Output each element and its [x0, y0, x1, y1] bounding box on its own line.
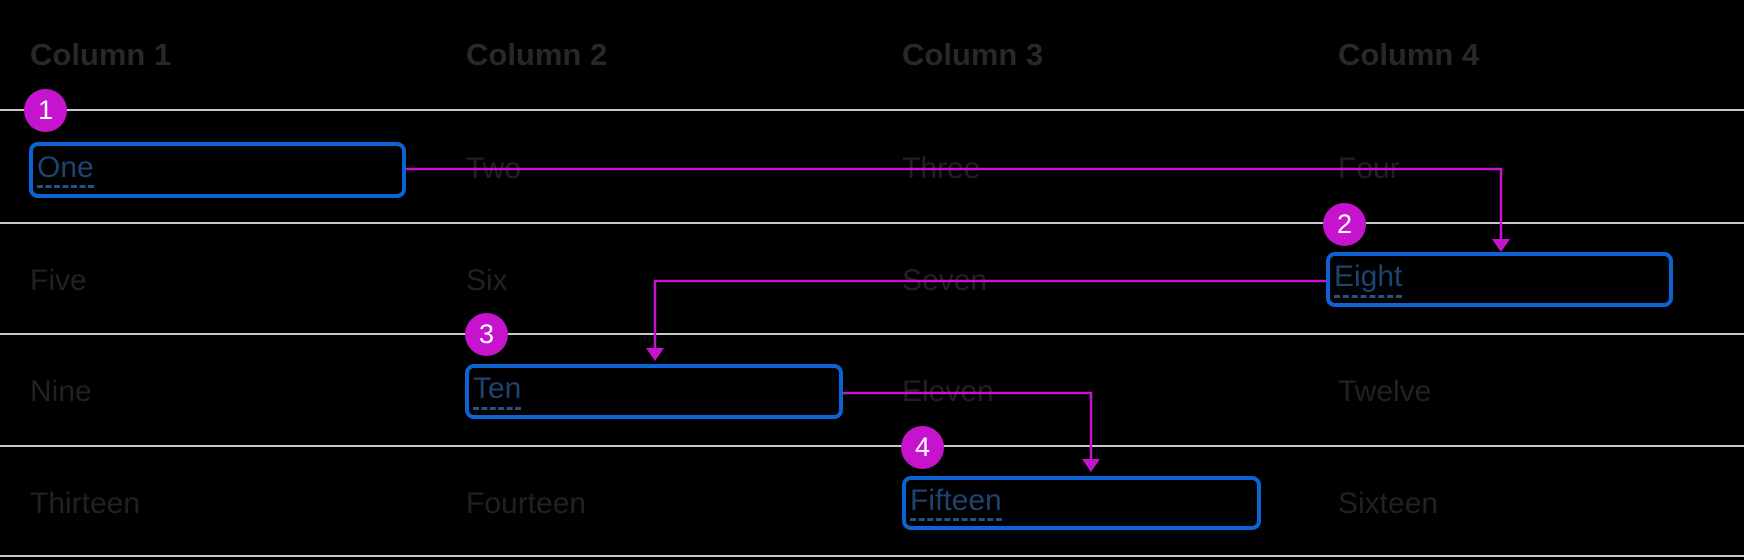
- row-divider: [0, 333, 1744, 335]
- focused-cell-link[interactable]: One: [37, 152, 94, 189]
- column-header-2: Column 2: [466, 37, 608, 72]
- row-divider: [0, 445, 1744, 447]
- row-divider: [0, 555, 1744, 557]
- table-cell: Twelve: [1338, 375, 1432, 408]
- table-cell: Four: [1338, 152, 1400, 185]
- focused-cell-link[interactable]: Ten: [473, 373, 522, 410]
- focus-order-badge-2: 2: [1323, 203, 1366, 246]
- table-cell: Nine: [30, 375, 92, 408]
- table-row: Thirteen Fourteen Sixteen: [0, 447, 1744, 560]
- table-header-row: Column 1 Column 2 Column 3 Column 4: [0, 20, 1744, 90]
- focus-order-badge-4: 4: [901, 426, 944, 469]
- table-cell: Three: [902, 152, 981, 185]
- focus-ring-eight[interactable]: Eight: [1326, 252, 1673, 307]
- column-header-4: Column 4: [1338, 37, 1480, 72]
- column-header-1: Column 1: [30, 37, 172, 72]
- table-cell: Two: [466, 152, 522, 185]
- table-cell: Sixteen: [1338, 487, 1439, 520]
- row-divider: [0, 222, 1744, 224]
- focus-order-badge-3: 3: [465, 313, 508, 356]
- focused-cell-link[interactable]: Fifteen: [910, 485, 1002, 522]
- table-cell: Fourteen: [466, 487, 587, 520]
- focused-cell-link[interactable]: Eight: [1334, 261, 1403, 298]
- focus-order-badge-1: 1: [24, 89, 67, 132]
- column-header-3: Column 3: [902, 37, 1044, 72]
- row-divider: [0, 109, 1744, 111]
- table-cell: Five: [30, 264, 87, 297]
- table-cell: Six: [466, 264, 508, 297]
- focus-ring-fifteen[interactable]: Fifteen: [902, 476, 1261, 530]
- focus-ring-one[interactable]: One: [29, 142, 406, 198]
- table-cell: Thirteen: [30, 487, 141, 520]
- table-cell: Seven: [902, 264, 988, 297]
- table-row: Nine Eleven Twelve: [0, 335, 1744, 449]
- focus-ring-ten[interactable]: Ten: [465, 364, 843, 419]
